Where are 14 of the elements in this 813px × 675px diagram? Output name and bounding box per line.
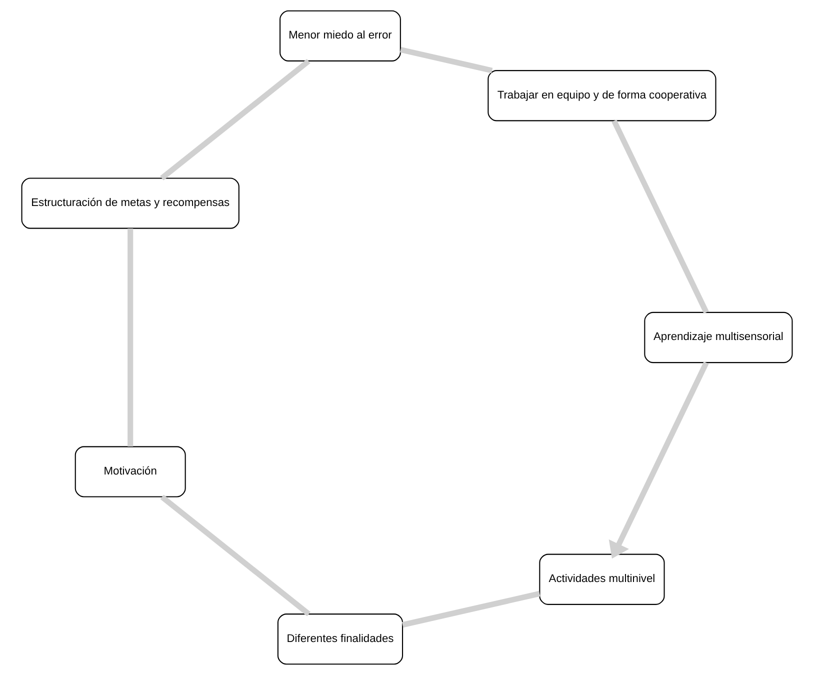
arrow <box>608 361 708 559</box>
connector <box>160 58 310 180</box>
connector <box>611 120 708 314</box>
connector <box>160 494 310 616</box>
connector <box>399 46 492 74</box>
node-box: Menor miedo al error <box>279 10 400 62</box>
connector <box>127 228 133 446</box>
connector <box>401 590 540 628</box>
node-box: Motivación <box>74 446 186 498</box>
node-box: Actividades multinivel <box>538 554 664 605</box>
node-box: Trabajar en equipo y de forma cooperativa <box>487 70 716 122</box>
node-box: Diferentes finalidades <box>276 614 403 665</box>
node-box: Aprendizaje multisensorial <box>644 312 792 364</box>
node-box: Estructuración de metas y recompensas <box>20 178 239 229</box>
